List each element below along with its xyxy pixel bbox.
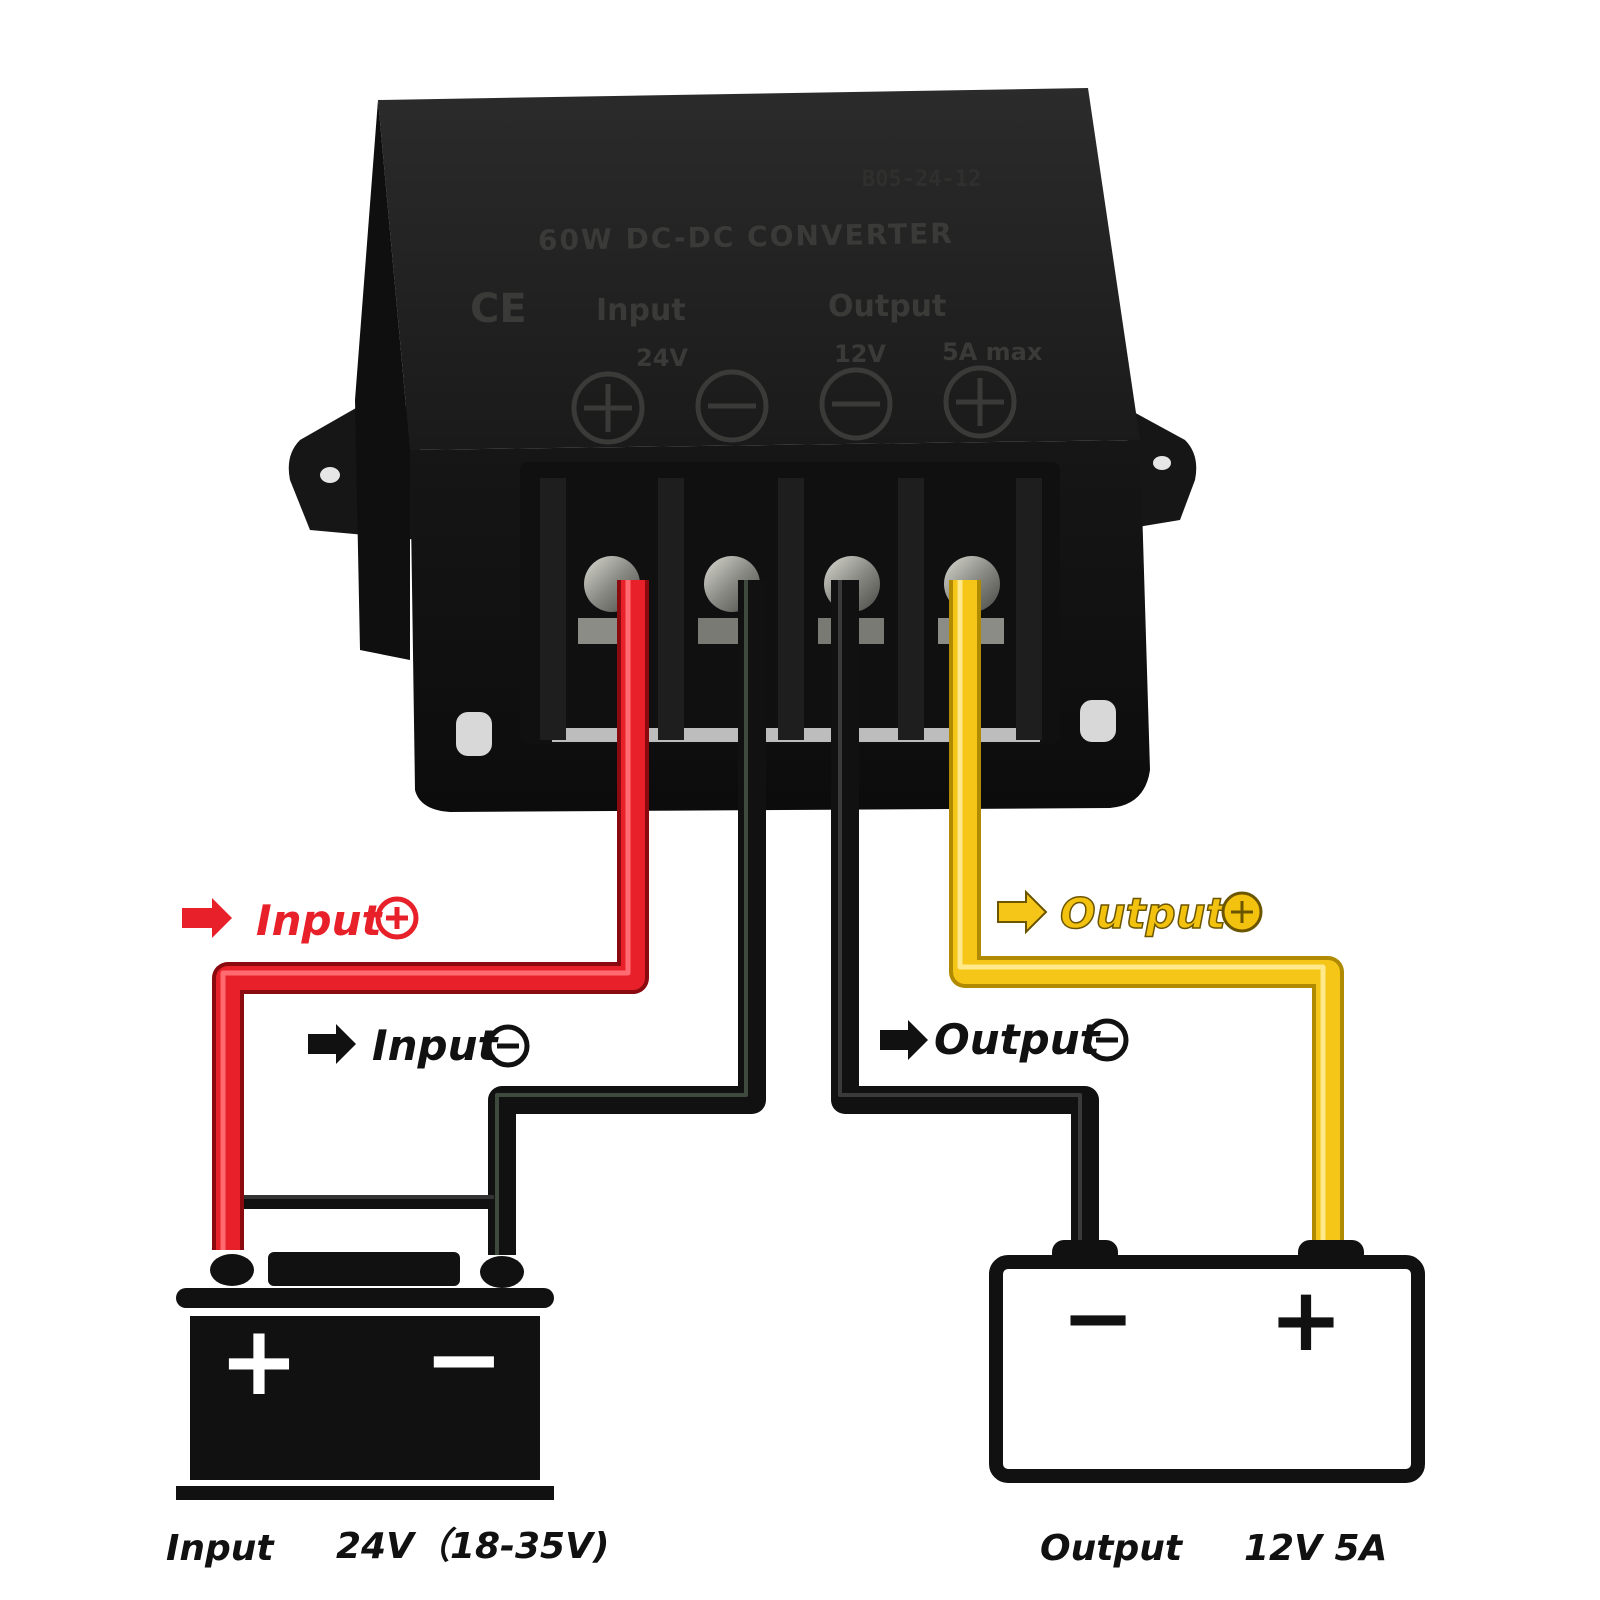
input-battery-icon: + −: [176, 1195, 554, 1500]
plus-circle-icon: [375, 896, 419, 940]
embossed-plus-icon: [943, 365, 1017, 439]
input-positive-wire-highlight: [220, 580, 631, 1250]
input-battery-minus-symbol: −: [424, 1303, 504, 1415]
embossed-plus-icon: [571, 371, 645, 445]
input-battery-base: [176, 1486, 554, 1500]
embossed-minus-icon: [695, 369, 769, 443]
output-positive-label: Output: [1060, 889, 1228, 938]
output-positive-wire-highlight: [957, 580, 1326, 1262]
output-positive-wire: [953, 580, 1340, 1262]
label-input-positive: Input: [182, 896, 419, 945]
device-left-face: [355, 100, 410, 660]
output-battery-plus-symbol: +: [1269, 1268, 1343, 1371]
output-negative-wire-highlight: [838, 580, 1082, 1260]
embossed-polarity-marks: [571, 365, 1017, 445]
input-spec: 24V（18-35V): [336, 1526, 609, 1567]
input-negative-wire-highlight: [495, 580, 748, 1255]
input-battery-positive-terminal: [210, 1254, 254, 1286]
label-input-negative: Input: [308, 1021, 530, 1070]
input-positive-wire: [216, 580, 645, 1250]
embossed-minus-icon: [819, 367, 893, 441]
input-negative-label: Input: [372, 1021, 499, 1070]
input-battery-top-plate: [268, 1252, 460, 1286]
device-model: B05-24-12: [862, 167, 981, 192]
minus-circle-icon: [486, 1024, 530, 1068]
arrow-right-icon: [308, 1024, 356, 1064]
input-negative-wire: [488, 580, 766, 1255]
output-spec: 12V 5A: [1244, 1528, 1387, 1569]
front-right-slot: [1080, 700, 1116, 742]
input-battery-plus-symbol: +: [219, 1305, 299, 1417]
arrow-right-icon: [880, 1020, 928, 1060]
wires: [212, 580, 1344, 1262]
left-mounting-hole: [320, 467, 340, 483]
input-battery-negative-terminal: [480, 1256, 524, 1288]
input-caption: Input: [166, 1528, 275, 1569]
input-battery-body: [190, 1316, 540, 1480]
ce-mark: CE: [470, 286, 527, 332]
device-output-voltage: 12V: [834, 340, 886, 368]
output-battery-body: [989, 1255, 1425, 1483]
terminal-dividers: [540, 478, 1042, 740]
output-caption: Output: [1040, 1528, 1184, 1569]
output-negative-wire: [831, 580, 1099, 1260]
device-output-label: Output: [828, 289, 946, 324]
right-mounting-hole: [1153, 456, 1171, 470]
input-positive-label: Input: [256, 896, 383, 945]
output-battery-icon: − +: [989, 1240, 1425, 1483]
minus-circle-icon: [1085, 1018, 1129, 1062]
label-output-negative: Output: [880, 1015, 1129, 1064]
plus-circle-icon: [1221, 891, 1263, 933]
device-input-voltage: 24V: [636, 344, 688, 372]
output-negative-label: Output: [934, 1015, 1102, 1064]
device-input-label: Input: [596, 293, 686, 328]
front-left-slot: [456, 712, 492, 756]
device-output-current: 5A max: [942, 338, 1043, 366]
arrow-right-icon: [182, 898, 232, 938]
arrow-right-icon: [997, 889, 1048, 935]
device-top-face: [378, 88, 1140, 450]
device-title: 60W DC-DC CONVERTER: [538, 217, 954, 257]
input-battery-lid: [176, 1288, 554, 1308]
output-battery-minus-symbol: −: [1061, 1266, 1135, 1369]
label-output-positive: Output: [997, 888, 1263, 939]
